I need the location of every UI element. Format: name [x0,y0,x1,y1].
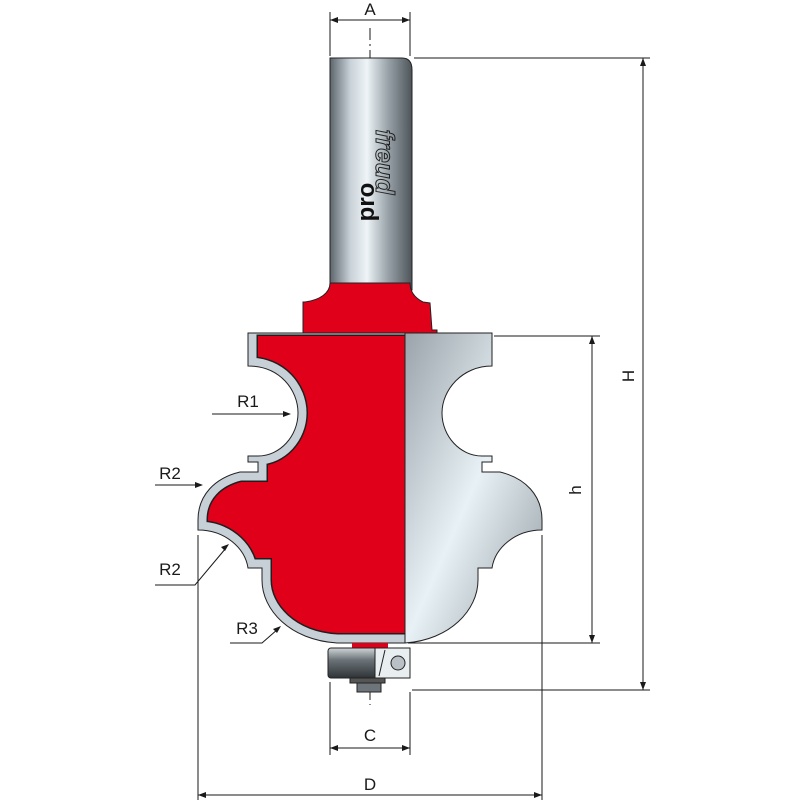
dimension-d: D [197,535,543,800]
radius-r2-top-callout: R2 [155,464,203,488]
svg-text:R3: R3 [236,619,258,638]
svg-text:R2: R2 [159,560,181,579]
svg-text:freud: freud [370,130,400,196]
svg-text:C: C [364,726,376,745]
radius-r1-callout: R1 [212,392,291,417]
svg-text:R1: R1 [237,392,259,411]
dimension-a: A [329,0,411,56]
cutter-right-half [404,332,543,644]
freud-pro-logo: freud pro [353,129,401,222]
shank [329,57,413,291]
neck-red [302,282,438,337]
cutter-left-half [197,332,405,644]
svg-text:H: H [619,370,638,382]
dimension-c: C [329,682,411,755]
dimension-h-total: H [412,57,650,691]
svg-text:R2: R2 [159,464,181,483]
radius-r2-bottom-callout: R2 [155,544,229,586]
svg-text:D: D [364,775,376,794]
guide-bearing [327,647,411,693]
svg-text:h: h [566,485,585,494]
dimension-h-cutting: h [408,335,600,644]
svg-text:pro: pro [353,183,380,222]
radius-r3-callout: R3 [230,619,281,644]
lower-neck [352,643,388,651]
svg-text:A: A [364,0,376,19]
